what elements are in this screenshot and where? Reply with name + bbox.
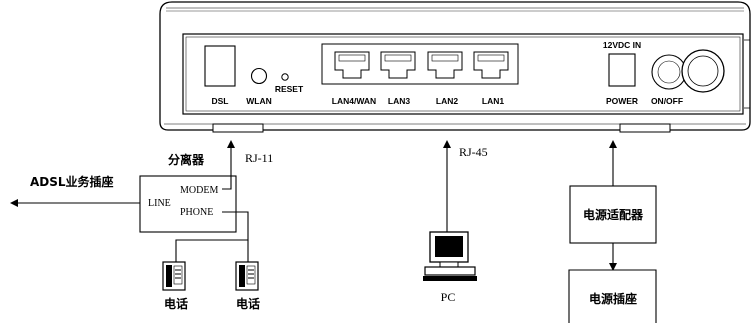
router-foot-left [212,123,264,133]
power-socket-label: 电源插座 [589,291,637,306]
lan2-label: LAN2 [436,96,458,106]
power-rating-label: 12VDC IN [603,40,641,50]
lan3-port [380,51,416,79]
telephone-1-label: 电话 [164,296,188,311]
dsl-port [204,45,236,87]
router-back-panel: DSL WLAN RESET LAN4/WAN LAN3 LAN2 LAN1 1… [159,1,751,133]
lan2-port [427,51,463,79]
lan-ports-frame [321,43,519,85]
splitter-phone-label: PHONE [180,207,213,218]
rj11-cable [222,140,235,190]
lan1-label: LAN1 [482,96,504,106]
power-jack [608,53,636,87]
splitter-box [139,175,237,233]
on-off-switch [651,54,687,90]
lan4-wan-label: LAN4/WAN [332,96,376,106]
on-off-label: ON/OFF [651,96,683,106]
pc-icon [423,231,477,281]
reset-label: RESET [275,84,304,94]
dsl-label: DSL [212,96,229,106]
splitter-modem-label: MODEM [180,185,218,196]
port-panel [182,33,744,115]
router-foot-right [619,123,671,133]
lan3-label: LAN3 [388,96,410,106]
telephone-2 [235,261,259,291]
splitter-line-label: LINE [148,198,171,209]
adsl-socket-label: ADSL业务插座 [30,174,114,189]
lan4-wan-port [334,51,370,79]
telephone-1 [162,261,186,291]
telephone-2-label: 电话 [236,296,260,311]
rj11-label: RJ-11 [245,151,273,165]
power-adapter-label: 电源适配器 [583,207,644,222]
lan1-port [473,51,509,79]
rj45-label: RJ-45 [459,145,488,159]
wlan-button [250,67,268,85]
wlan-label: WLAN [246,96,272,106]
reset-button [281,73,289,81]
power-label: POWER [606,96,638,106]
splitter-title: 分离器 [168,152,205,167]
power-adapter-box [569,185,657,244]
power-socket-box [568,269,657,323]
splitter: 分离器 LINE MODEM PHONE [139,152,237,233]
pc-label: PC [441,290,456,304]
